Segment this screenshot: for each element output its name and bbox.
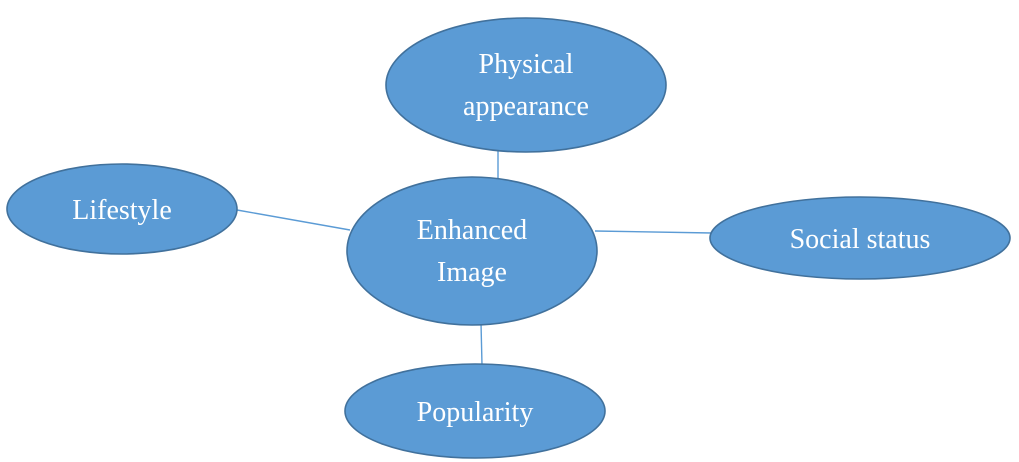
node-social-status: Social status bbox=[709, 196, 1011, 280]
node-popularity-shape bbox=[344, 363, 606, 459]
node-lifestyle-shape bbox=[6, 163, 238, 255]
node-physical-appearance-line2: appearance bbox=[463, 91, 589, 122]
connector-popularity bbox=[480, 322, 483, 366]
node-enhanced-image-line1: Enhanced bbox=[417, 215, 527, 246]
node-physical-appearance-line1: Physical bbox=[479, 49, 574, 80]
node-enhanced-image-line2: Image bbox=[437, 257, 507, 288]
node-popularity: Popularity bbox=[344, 363, 606, 459]
node-physical-appearance-shape bbox=[385, 17, 667, 153]
node-social-status-shape bbox=[709, 196, 1011, 280]
connector-lifestyle bbox=[236, 209, 351, 231]
node-enhanced-image-shape bbox=[346, 176, 598, 326]
node-popularity-label: Popularity bbox=[417, 397, 534, 428]
node-physical-appearance: Physical appearance bbox=[385, 17, 667, 153]
node-lifestyle: Lifestyle bbox=[6, 163, 238, 255]
node-lifestyle-label: Lifestyle bbox=[72, 195, 172, 226]
connector-social bbox=[594, 230, 713, 234]
node-social-status-label: Social status bbox=[790, 224, 931, 255]
node-enhanced-image: Enhanced Image bbox=[346, 176, 598, 326]
